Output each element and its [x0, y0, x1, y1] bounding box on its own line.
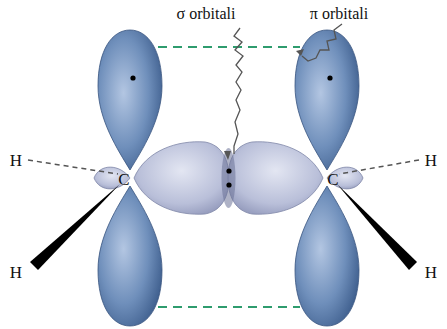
p-lobe: [295, 30, 359, 170]
leader-line: [234, 28, 243, 154]
pi-overlap-line: [158, 306, 300, 308]
sigma-lobe: [134, 142, 229, 214]
atom-label: C: [118, 171, 129, 188]
atom-label: H: [10, 264, 22, 281]
electron-dot: [226, 168, 231, 173]
leader-arrowhead: [224, 151, 231, 160]
orbital-label: σ orbitali: [177, 6, 236, 22]
wedge-bond: [30, 184, 120, 270]
sp2-back-lobe: [327, 167, 363, 189]
wedge-bond: [337, 184, 417, 270]
atom-label: H: [10, 152, 22, 169]
electron-dot: [130, 75, 135, 80]
electron-dot: [327, 75, 332, 80]
atom-label: H: [425, 152, 437, 169]
pi-overlap-line: [158, 46, 300, 48]
electron-dot: [226, 182, 231, 187]
p-lobe: [295, 186, 359, 326]
dashed-bond: [339, 160, 419, 174]
sigma-lobe: [228, 142, 323, 214]
leader-line: [302, 24, 342, 61]
leader-arrowhead: [296, 49, 304, 56]
sigma-overlap: [222, 148, 236, 208]
p-lobe: [98, 30, 162, 170]
dashed-bond: [28, 160, 118, 174]
orbital-label: π orbitali: [310, 6, 368, 22]
p-lobe: [98, 186, 162, 326]
atom-label: H: [425, 264, 437, 281]
atom-label: C: [327, 171, 338, 188]
